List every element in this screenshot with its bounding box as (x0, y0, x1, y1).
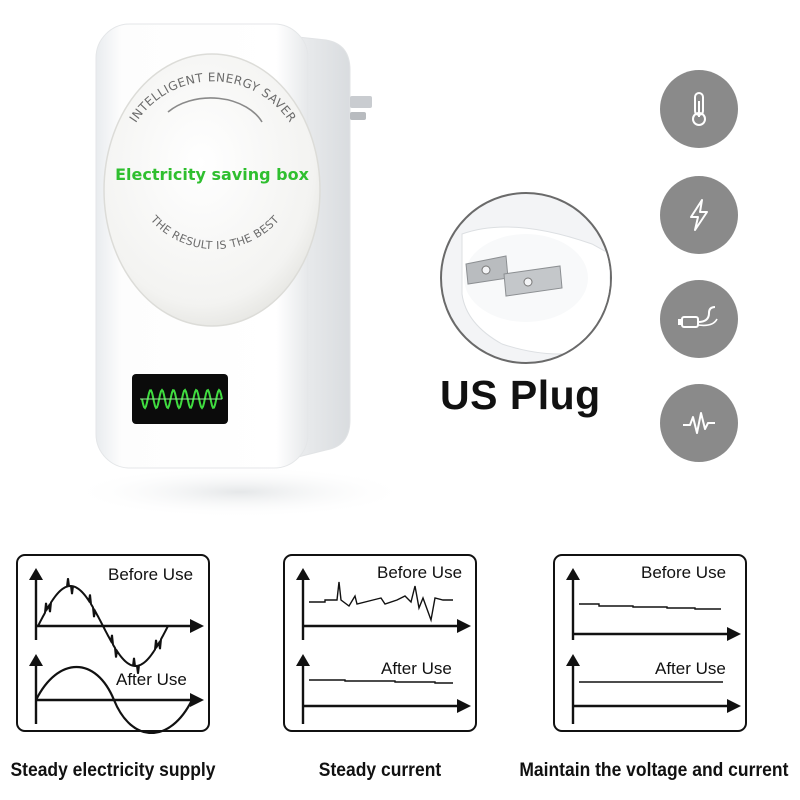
steady-current-line (309, 679, 453, 684)
caption-steady-supply: Steady electricity supply (10, 760, 216, 781)
usb-plug-icon (678, 306, 718, 328)
before-use-label: Before Use (641, 563, 727, 582)
after-use-label: After Use (655, 659, 726, 678)
heartbeat-icon (683, 412, 715, 434)
panel-steady-current: Before Use After Use (283, 554, 477, 732)
before-use-label: Before Use (108, 565, 194, 584)
device-prong (350, 96, 372, 108)
feature-heartbeat (660, 384, 738, 462)
feature-usb-plug (660, 280, 738, 358)
before-use-label: Before Use (377, 563, 463, 582)
thermometer-icon (692, 92, 706, 126)
feature-lightning (660, 176, 738, 254)
voltage-before-line (579, 603, 721, 610)
spiky-current-line (309, 581, 453, 623)
us-plug-circle (440, 192, 612, 364)
caption-steady-current: Steady current (318, 760, 442, 781)
clean-sine-wave (35, 665, 193, 734)
lightning-icon (690, 199, 708, 231)
device-oval-plate (103, 53, 321, 327)
panel-steady-supply: Before Use After Use (16, 554, 210, 734)
energy-saver-device: INTELLIGENT ENERGY SAVER Electricity sav… (70, 23, 410, 518)
noisy-sine-wave (37, 578, 169, 674)
after-use-label: After Use (381, 659, 452, 678)
feature-thermometer (660, 70, 738, 148)
after-use-label: After Use (116, 670, 187, 689)
plug-title: US Plug (440, 372, 601, 418)
brand-text: Electricity saving box (115, 165, 309, 184)
caption-maintain-voltage: Maintain the voltage and current (519, 760, 789, 781)
panel-maintain-voltage: Before Use After Use (553, 554, 747, 732)
us-plug-icon (461, 226, 610, 355)
